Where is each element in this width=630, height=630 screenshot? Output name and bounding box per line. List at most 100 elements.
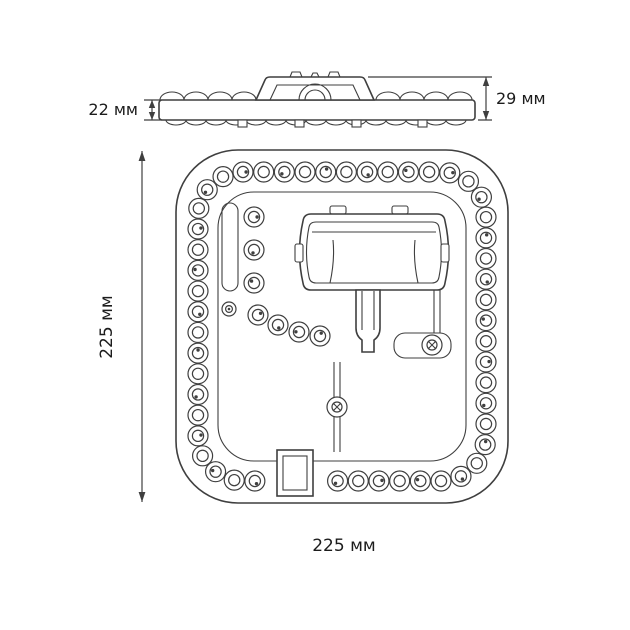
- mounting-foot: [237, 119, 248, 128]
- lens-bumps-left: [159, 91, 257, 101]
- led-emitter: [475, 227, 497, 249]
- led-emitter: [188, 197, 210, 220]
- led-emitter: [187, 239, 209, 261]
- lens-bumps-right: [375, 91, 473, 101]
- led-emitter: [475, 351, 497, 373]
- arrowhead-up: [482, 77, 490, 86]
- connector-body-inner: [305, 221, 443, 284]
- led-emitter: [439, 162, 461, 184]
- screw-cross: [427, 340, 437, 350]
- led-emitter: [267, 314, 289, 336]
- led-emitter: [187, 363, 209, 385]
- led-emitter: [191, 445, 214, 467]
- extension-ticks: [144, 99, 162, 121]
- led-emitter: [475, 268, 497, 290]
- led-emitter: [253, 161, 275, 183]
- led-emitter: [243, 206, 265, 228]
- inner-boundary-outline: [217, 191, 467, 462]
- led-emitter: [475, 372, 497, 394]
- led-emitter: [409, 470, 431, 492]
- led-emitter: [196, 179, 218, 201]
- mounting-foot: [351, 119, 362, 128]
- led-emitter: [475, 206, 497, 228]
- led-emitter: [187, 218, 209, 240]
- arrowhead-down: [482, 111, 490, 120]
- led-emitter: [377, 161, 399, 183]
- connector-top-tab: [329, 205, 347, 215]
- led-emitter: [457, 170, 480, 192]
- led-emitter: [187, 301, 209, 323]
- dimension-module-height: 225 мм: [97, 151, 146, 502]
- led-emitter: [466, 452, 488, 474]
- module-height-label: 225 мм: [97, 295, 117, 359]
- led-emitter: [187, 404, 209, 426]
- connector-side-clip: [294, 243, 304, 263]
- connector-dome-outer: [298, 83, 332, 101]
- side-view-base-plate: [158, 99, 476, 121]
- pilot-hole: [221, 301, 237, 317]
- led-emitter: [335, 161, 358, 183]
- screw-bracket-right: [393, 332, 452, 359]
- connector-inner-detail: [312, 231, 436, 284]
- connector-top-notches: [289, 71, 341, 78]
- led-emitter: [288, 321, 310, 343]
- led-emitter: [418, 161, 440, 183]
- screw-center: [326, 396, 348, 418]
- led-emitter: [187, 425, 209, 447]
- led-emitter: [187, 321, 209, 344]
- led-emitter: [244, 470, 266, 492]
- underside-scallops: [165, 119, 467, 126]
- led-emitter: [187, 342, 209, 364]
- led-emitter: [475, 309, 497, 332]
- terminal-socket: [276, 449, 314, 497]
- bracket-link: [433, 290, 441, 333]
- driver-connector: [294, 205, 450, 353]
- led-emitter: [315, 161, 337, 183]
- led-emitter: [475, 247, 497, 270]
- led-emitter: [247, 304, 269, 326]
- led-emitter: [273, 161, 295, 183]
- dimension-total-height: 29 мм: [368, 76, 546, 121]
- connector-stem-inner: [361, 291, 375, 330]
- top-view: [175, 149, 509, 504]
- screw-cross: [332, 402, 342, 412]
- connector-inner-line: [269, 84, 361, 101]
- mounting-foot: [417, 119, 428, 128]
- socket-outer: [276, 449, 314, 497]
- led-emitter: [368, 470, 390, 492]
- module-width-label: 225 мм: [312, 536, 376, 556]
- arrowhead-up: [148, 100, 156, 108]
- arrowhead-down: [138, 492, 146, 502]
- led-emitter: [204, 461, 227, 483]
- led-emitter: [212, 166, 234, 188]
- total-height-label: 29 мм: [496, 89, 546, 108]
- connector-side-clip: [440, 243, 450, 263]
- profile-height-label: 22 мм: [88, 100, 138, 119]
- socket-inner: [282, 455, 308, 491]
- led-emitter: [187, 383, 209, 406]
- led-emitter: [389, 470, 411, 492]
- connector-body: [298, 213, 450, 291]
- led-emitter: [243, 272, 265, 294]
- side-view-connector-block: [254, 76, 376, 101]
- led-emitter: [294, 161, 316, 183]
- led-emitter: [243, 239, 265, 261]
- led-emitter: [475, 330, 497, 352]
- arrowhead-down: [148, 112, 156, 120]
- led-emitter: [475, 413, 497, 435]
- inner-led-group: [243, 206, 331, 347]
- led-emitter: [430, 470, 452, 492]
- led-emitter: [187, 280, 209, 302]
- mounting-foot: [294, 119, 305, 128]
- led-emitter: [470, 186, 493, 208]
- led-emitter: [356, 161, 378, 183]
- led-emitter: [232, 161, 254, 183]
- arrowhead-up: [138, 151, 146, 161]
- connector-top-tab: [391, 205, 409, 215]
- side-view: [158, 71, 476, 128]
- led-emitter: [450, 465, 472, 487]
- connector-dome-inner: [304, 89, 326, 101]
- led-emitter: [474, 434, 496, 456]
